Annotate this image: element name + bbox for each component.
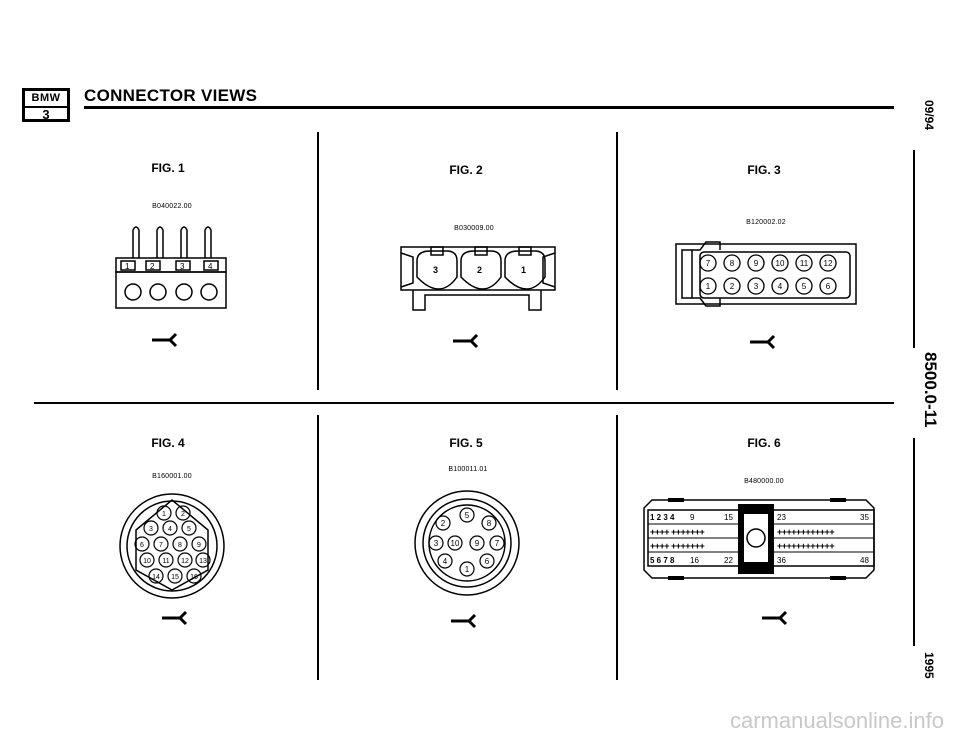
fig-3-pin-label: 7 [706,259,711,268]
fig-4-pin-label: 15 [171,574,179,581]
fig-6-pin-label: 15 [724,513,733,522]
fig-3-connector-diagram: 7 8 9 10 11 12 1 2 3 4 5 6 [675,241,857,350]
fig-5-pin-label: 6 [485,557,490,566]
fig-3-pin-label: 2 [730,282,735,291]
fig-3-pin-label: 3 [754,282,759,291]
fig-5-connector-diagram: 1 2 3 4 5 6 7 8 9 10 [414,490,520,629]
row-divider [34,402,894,404]
column-divider [616,415,618,680]
fig-6-pin-label: 35 [860,513,869,522]
fig-1-connector-diagram: 1 2 3 4 [115,226,227,348]
fig-6-pin-label: 16 [690,556,699,565]
view-direction-symbol [750,334,776,350]
fig-4-pin-label: 3 [149,526,153,533]
fig-5-pin-label: 1 [465,565,470,574]
fig-6-pin-label: 23 [777,513,786,522]
fig-1-code: B040022.00 [152,203,192,210]
fig-6-connector-diagram: 1 2 3 4 9 15 23 35 5 6 7 8 16 22 36 48 +… [643,498,875,626]
fig-4-connector-diagram: 1 2 3 4 5 6 7 8 9 10 11 12 13 14 15 16 [119,493,225,626]
view-direction-symbol [453,333,479,349]
fig-4-pin-label: 6 [140,542,144,549]
fig-3-pin-label: 5 [802,282,807,291]
watermark: carmanualsonline.info [729,708,944,733]
logo-brand: BMW [25,91,67,108]
fig-4-pin-label: 11 [162,558,169,565]
fig-4-pin-label: 2 [181,511,185,518]
fig-2-connector-diagram: 3 2 1 [400,246,556,349]
fig-5-pin-label: 2 [441,519,446,528]
fig-1-pin-label: 1 [125,262,130,271]
fig-3-pin-label: 10 [776,259,785,268]
fig-3-code: B120002.02 [746,219,786,226]
fig-4-pin-label: 16 [190,574,198,581]
fig-6-pin-label: 36 [777,556,786,565]
fig-6-pin-marks: ++++ +++++++ [650,527,705,537]
fig-4-pin-label: 5 [187,526,191,533]
fig-6-code: B480000.00 [744,478,784,485]
fig-5-pin-label: 8 [487,519,492,528]
fig-5-pin-label: 9 [475,539,480,548]
fig-4-pin-label: 9 [197,542,201,549]
fig-4-pin-label: 1 [162,511,166,518]
fig-1-pin-label: 4 [208,262,213,271]
page-title: CONNECTOR VIEWS [84,86,258,105]
fig-6-pin-label: 5 6 7 8 [650,556,675,565]
fig-4-pin-label: 12 [181,558,189,565]
fig-5-pin-label: 3 [434,539,439,548]
fig-4-pin-label: 14 [152,574,160,581]
view-direction-symbol [152,332,178,348]
fig-1-label: FIG. 1 [151,161,185,175]
fig-4-pin-label: 4 [168,526,172,533]
fig-2-label: FIG. 2 [449,163,483,177]
fig-5-label: FIG. 5 [449,436,483,450]
fig-2-pin-label: 2 [477,265,482,275]
fig-5-code: B100011.01 [448,466,488,473]
fig-2-pin-label: 1 [521,265,526,275]
fig-3-label: FIG. 3 [747,163,781,177]
fig-6-pin-marks: ++++++++++++ [777,527,834,537]
column-divider [317,415,319,680]
fig-6-pin-label: 9 [690,513,695,522]
fig-3-pin-label: 9 [754,259,759,268]
fig-3-pin-label: 4 [778,282,783,291]
fig-5-pin-label: 7 [495,539,500,548]
bmw-3-logo: BMW 3 [22,88,70,122]
fig-6-pin-label: 48 [860,556,869,565]
fig-1-pin-label: 2 [150,262,155,271]
fig-4-code: B160001.00 [152,473,192,480]
fig-6-pin-label: 22 [724,556,733,565]
fig-3-pin-label: 12 [824,259,833,268]
column-divider [616,132,618,390]
fig-2-code: B030009.00 [454,225,494,232]
fig-4-label: FIG. 4 [151,436,185,450]
title-rule [84,106,894,109]
fig-6-label: FIG. 6 [747,436,781,450]
fig-1-pin-label: 3 [180,262,185,271]
side-date: 09/94 [922,100,936,131]
side-year: 1995 [922,652,936,679]
view-direction-symbol [451,613,477,629]
view-direction-symbol [162,610,188,626]
fig-5-pin-label: 10 [451,539,460,548]
fig-5-pin-label: 4 [443,557,448,566]
column-divider [317,132,319,390]
side-rule [913,438,915,646]
fig-6-pin-label: 1 2 3 4 [650,513,675,522]
fig-4-pin-label: 13 [199,558,207,565]
fig-6-pin-marks: ++++ +++++++ [650,541,705,551]
side-rule [913,150,915,348]
fig-3-pin-label: 6 [826,282,831,291]
fig-4-pin-label: 7 [159,542,163,549]
view-direction-symbol [762,610,788,626]
fig-3-pin-label: 1 [706,282,711,291]
side-page-number: 8500.0-11 [921,352,940,428]
fig-2-pin-label: 3 [433,265,438,275]
fig-6-pin-marks: ++++++++++++ [777,541,834,551]
logo-series: 3 [42,107,50,122]
fig-3-pin-label: 8 [730,259,735,268]
fig-4-pin-label: 10 [143,558,151,565]
fig-4-pin-label: 8 [178,542,182,549]
fig-5-pin-label: 5 [465,511,470,520]
fig-3-pin-label: 11 [800,259,809,268]
